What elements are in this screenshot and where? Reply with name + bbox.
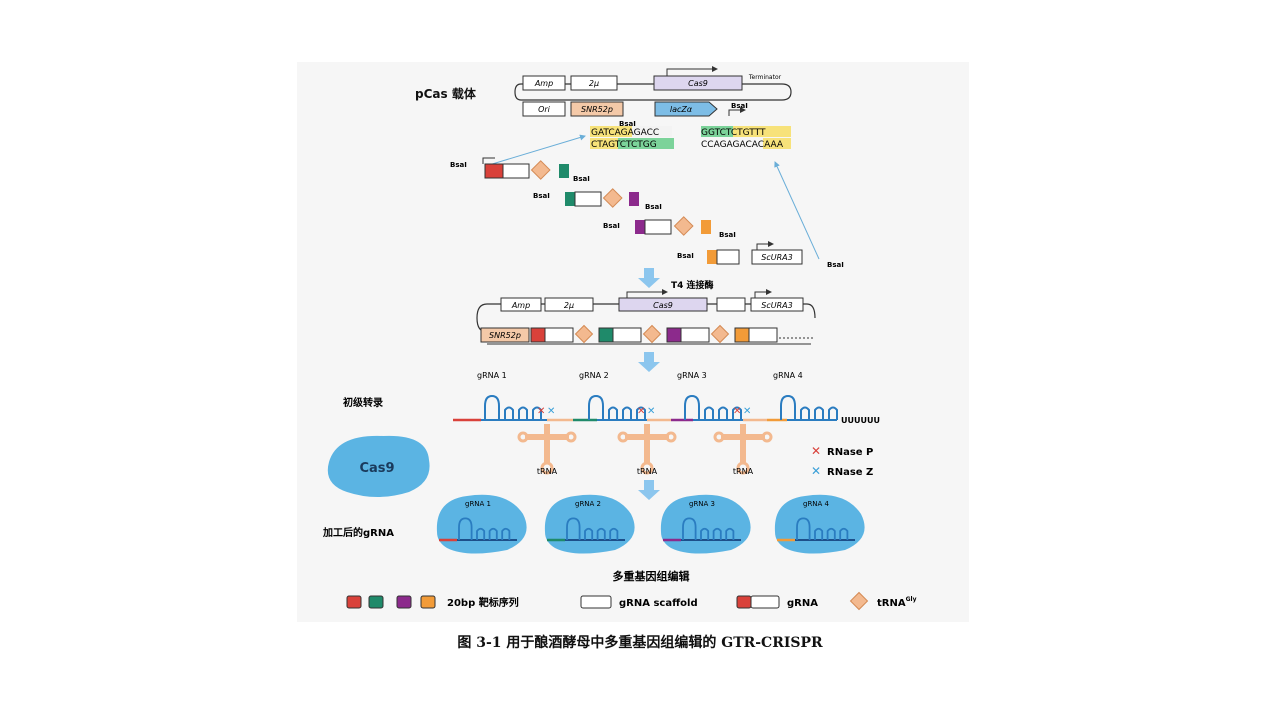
svg-text:SNR52p: SNR52p	[581, 105, 613, 114]
svg-text:2μ: 2μ	[589, 79, 599, 88]
legend-scaffold: gRNA scaffold	[619, 598, 698, 609]
polyu-tail: UUUUUU	[841, 416, 880, 425]
rnase-z-label: RNase Z	[827, 467, 873, 478]
fragment-1: BsaI BsaI	[450, 157, 590, 183]
fragment-3: BsaI BsaI	[603, 216, 736, 239]
svg-text:ScURA3: ScURA3	[761, 253, 792, 262]
svg-text:Amp: Amp	[534, 79, 553, 88]
pcas-vector: pCas 载体 Amp 2μ Cas9 Terminator Ori SNR52…	[415, 66, 792, 150]
svg-text:BsaI: BsaI	[731, 102, 748, 110]
svg-text:✕: ✕	[647, 406, 655, 417]
svg-text:BsaI: BsaI	[827, 261, 844, 269]
processed-grna-4: gRNA 4	[774, 494, 865, 554]
svg-text:Terminator: Terminator	[748, 74, 782, 81]
seq-top-left: GATCAGAGACC	[591, 128, 659, 138]
svg-text:Cas9: Cas9	[653, 301, 673, 310]
processed-grna-2: gRNA 2	[544, 494, 635, 554]
multiplex-editing-label: 多重基因组编辑	[613, 569, 690, 583]
svg-text:gRNA 3: gRNA 3	[689, 500, 715, 508]
down-arrow-1	[638, 268, 660, 288]
fragment-4: BsaI ScURA3 BsaI	[677, 241, 844, 269]
cas9-block	[653, 75, 743, 91]
seq-bottom-left: CTAGTCTCTGG	[591, 140, 657, 150]
cas9-protein	[327, 435, 430, 497]
svg-text:gRNA 1: gRNA 1	[465, 500, 491, 508]
grna-label-4: gRNA 4	[773, 371, 803, 380]
snr52p-block	[570, 101, 624, 117]
lacz-arrow	[654, 101, 718, 117]
vector-title: pCas 载体	[415, 86, 477, 101]
svg-text:✕: ✕	[537, 406, 545, 417]
seq-bottom-right: CCAGAGACACAAA	[701, 140, 784, 150]
grna-label-1: gRNA 1	[477, 371, 507, 380]
t4-ligase-label: T4 连接酶	[671, 279, 714, 291]
figure-caption: 图 3-1 用于酿酒酵母中多重基因组编辑的 GTR-CRISPR	[457, 635, 823, 651]
svg-text:lacZα: lacZα	[670, 105, 693, 114]
svg-text:BsaI: BsaI	[573, 175, 590, 183]
svg-text:✕: ✕	[733, 406, 741, 417]
rnase-z-icon: ✕	[811, 464, 821, 478]
primary-transcript: 初级转录 gRNA 1 gRNA 2 gRNA 3 gRNA 4 UUUUUU …	[343, 371, 880, 478]
svg-text:SNR52p: SNR52p	[489, 331, 521, 340]
rnase-p-icon: ✕	[811, 444, 821, 458]
svg-text:✕: ✕	[637, 406, 645, 417]
svg-text:2μ: 2μ	[564, 301, 574, 310]
primary-transcript-label: 初级转录	[343, 396, 383, 409]
processed-grna-label: 加工后的gRNA	[322, 526, 394, 539]
gtr-crispr-figure: pCas 载体 Amp 2μ Cas9 Terminator Ori SNR52…	[297, 62, 969, 622]
2micron-block	[570, 75, 618, 91]
processed-grna-3: gRNA 3	[660, 494, 751, 554]
svg-text:BsaI: BsaI	[450, 161, 467, 169]
processed-grna-1: gRNA 1	[436, 494, 527, 554]
svg-text:BsaI: BsaI	[677, 252, 694, 260]
down-arrow-3	[638, 480, 660, 500]
svg-text:✕: ✕	[743, 406, 751, 417]
svg-text:Cas9: Cas9	[688, 79, 708, 88]
amp-block	[522, 75, 566, 91]
legend: 20bp 靶标序列 gRNA scaffold gRNA tRNAGly	[346, 591, 917, 611]
grna-label-3: gRNA 3	[677, 371, 707, 380]
rnase-p-label: RNase P	[827, 447, 873, 458]
down-arrow-2	[638, 352, 660, 372]
ori-block	[522, 101, 566, 117]
svg-text:Ori: Ori	[538, 105, 551, 114]
legend-grna: gRNA	[787, 598, 818, 609]
svg-text:✕: ✕	[547, 406, 555, 417]
svg-text:BsaI: BsaI	[619, 120, 636, 128]
svg-text:gRNA 2: gRNA 2	[575, 500, 601, 508]
trna-label-3: tRNA	[733, 467, 754, 476]
grna-label-2: gRNA 2	[579, 371, 609, 380]
svg-text:Cas9: Cas9	[359, 461, 394, 476]
fragment-2: BsaI BsaI	[533, 188, 662, 211]
processed-grnas: 加工后的gRNA gRNA 1 gRNA 2 gRNA 3 gRNA 4	[322, 494, 865, 583]
trna-label-1: tRNA	[537, 467, 558, 476]
svg-text:Amp: Amp	[511, 301, 530, 310]
assembled-vector: Amp 2μ Cas9 ScURA3 SNR52p	[476, 289, 816, 345]
svg-text:ScURA3: ScURA3	[761, 301, 792, 310]
trna-label-2: tRNA	[637, 467, 658, 476]
svg-text:BsaI: BsaI	[719, 231, 736, 239]
svg-text:BsaI: BsaI	[603, 222, 620, 230]
svg-text:BsaI: BsaI	[533, 192, 550, 200]
legend-target: 20bp 靶标序列	[447, 596, 519, 609]
svg-text:BsaI: BsaI	[645, 203, 662, 211]
legend-trna: tRNAGly	[877, 596, 917, 609]
seq-top-right: GGTCTCTGTTT	[701, 128, 766, 138]
svg-text:gRNA 4: gRNA 4	[803, 500, 830, 508]
fragments: BsaI BsaI BsaI BsaI BsaI BsaI BsaI	[450, 134, 844, 269]
